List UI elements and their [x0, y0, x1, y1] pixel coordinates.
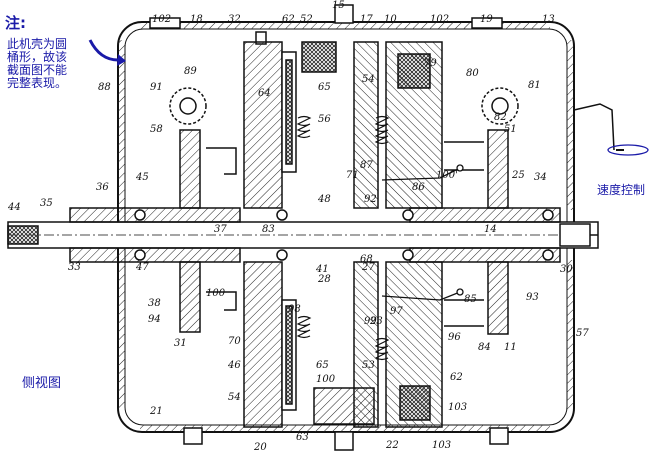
part-number-103: 103: [432, 440, 451, 451]
linkages: [381, 164, 464, 301]
part-number-48: 48: [317, 194, 331, 205]
right-disc: [385, 41, 443, 428]
note-title: 注:: [5, 14, 26, 32]
part-number-87: 87: [360, 160, 373, 171]
mounting-lugs: [149, 4, 509, 451]
side-view-label: 侧视图: [22, 376, 62, 391]
part-number-88: 88: [98, 82, 111, 93]
part-number-68: 68: [360, 254, 373, 265]
part-number-102: 102: [430, 14, 449, 25]
part-number-56: 56: [318, 114, 331, 125]
speed-control-label: 速度控制: [597, 183, 646, 197]
part-number-81: 81: [528, 80, 541, 91]
part-number-19: 19: [480, 14, 493, 25]
part-number-91: 91: [150, 82, 163, 93]
part-number-86: 86: [412, 182, 425, 193]
part-number-96: 96: [448, 332, 461, 343]
main-shaft: [7, 221, 599, 249]
part-number-11: 11: [504, 342, 517, 353]
part-number-47: 47: [135, 262, 149, 273]
part-number-17: 17: [360, 14, 373, 25]
part-number-65: 65: [316, 360, 329, 371]
part-number-103: 103: [448, 402, 467, 413]
part-number-32: 32: [228, 14, 241, 25]
part-number-20: 20: [253, 442, 267, 453]
part-number-71: 71: [346, 170, 359, 181]
part-number-83: 83: [262, 224, 275, 235]
part-number-84: 84: [478, 342, 491, 353]
part-number-62: 62: [450, 372, 463, 383]
part-number-58: 58: [150, 124, 163, 135]
left-governor: [169, 87, 237, 333]
part-number-53: 53: [362, 360, 375, 371]
part-number-54: 54: [228, 392, 241, 403]
note-line-3: 截面图不能: [7, 63, 68, 77]
part-number-100: 100: [206, 288, 226, 299]
part-number-70: 70: [228, 336, 241, 347]
part-number-51: 51: [504, 124, 517, 135]
part-number-92: 92: [364, 194, 377, 205]
part-number-15: 15: [332, 0, 345, 11]
part-number-94: 94: [148, 314, 161, 325]
part-number-10: 10: [384, 14, 397, 25]
part-number-37: 37: [214, 224, 227, 235]
annotation-arrowhead: [117, 54, 126, 66]
part-number-64: 64: [258, 88, 271, 99]
right-governor: [444, 87, 519, 335]
part-number-63: 63: [296, 432, 309, 443]
part-number-36: 36: [96, 182, 109, 193]
part-number-102: 102: [152, 14, 171, 25]
part-number-27: 27: [361, 262, 375, 273]
part-number-89: 89: [184, 66, 197, 77]
part-number-21: 21: [149, 406, 163, 417]
part-number-31: 31: [174, 338, 187, 349]
part-number-44: 44: [7, 202, 21, 213]
left-hub: [69, 207, 288, 263]
part-number-38: 38: [148, 298, 161, 309]
note-line-1: 此机壳为圆: [7, 37, 68, 51]
part-number-82: 82: [494, 112, 507, 123]
springs: [296, 115, 390, 361]
centre-disc: [301, 41, 379, 428]
part-number-28: 28: [317, 274, 331, 285]
part-number-33: 33: [68, 262, 81, 273]
part-number-100: 100: [316, 374, 336, 385]
part-number-13: 13: [542, 14, 555, 25]
part-number-22: 22: [385, 440, 399, 451]
part-number-99: 99: [364, 316, 377, 327]
part-number-100p: 100': [436, 170, 458, 181]
part-number-85: 85: [464, 294, 477, 305]
part-number-46: 46: [227, 360, 241, 371]
part-number-80: 80: [466, 68, 479, 79]
part-number-41: 41: [315, 264, 329, 275]
part-number-98: 98: [288, 304, 301, 315]
part-number-52: 52: [300, 14, 313, 25]
annotation-arrow: [88, 39, 119, 62]
part-number-30: 30: [560, 264, 573, 275]
part-number-54: 54: [362, 74, 375, 85]
part-number-97: 97: [390, 306, 403, 317]
housing-wall-hatch: [118, 22, 574, 432]
part-number-18: 18: [190, 14, 203, 25]
part-number-62: 62: [282, 14, 295, 25]
part-number-14: 14: [484, 224, 497, 235]
note-line-4: 完整表现。: [7, 76, 68, 90]
part-number-65: 65: [318, 82, 331, 93]
part-number-35: 35: [40, 198, 53, 209]
part-number-79: 79: [424, 58, 437, 69]
part-number-45: 45: [135, 172, 149, 183]
note-line-2: 桶形，故该: [7, 50, 68, 64]
part-number-25: 25: [511, 170, 525, 181]
part-number-57: 57: [576, 328, 589, 339]
part-number-labels: 102 18 32 62 15 52 17 10 102 19 13 88 89 91 58 64 65 56 54…: [7, 0, 589, 453]
left-disc: [243, 41, 297, 428]
right-hub: [402, 207, 561, 263]
part-number-23: 23: [369, 316, 383, 327]
part-number-34: 34: [534, 172, 547, 183]
part-number-93: 93: [526, 292, 539, 303]
speed-control-crank: [573, 103, 649, 156]
